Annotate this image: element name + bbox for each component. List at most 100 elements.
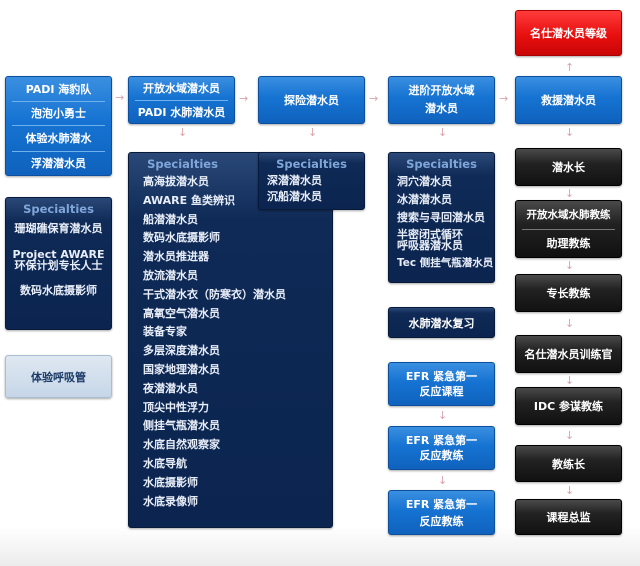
specialty-item: 潜水员推进器 (143, 250, 209, 264)
specialty-item: 水底自然观察家 (143, 438, 220, 452)
specialty-item: 水底摄影师 (143, 475, 198, 489)
specialty-item: 珊瑚礁保育潜水员 (14, 222, 103, 235)
arrow-down-icon: ↓ (565, 374, 575, 387)
efr-line2: 反应教练 (419, 514, 464, 528)
item-scuba-diver: PADI 水肺潜水员 (137, 105, 226, 119)
specialty-item: 高海拔潜水员 (143, 175, 209, 188)
pro-label: 名仕潜水员训练官 (524, 348, 613, 361)
specialty-item: 冰潜潜水员 (397, 193, 452, 206)
pro-label: 专长教练 (546, 287, 591, 300)
box-efr-course: EFR 紧急第一 反应课程 (388, 362, 495, 406)
specialties-title: Specialties (406, 157, 477, 171)
arrow-down-icon: ↓ (565, 429, 575, 442)
specialty-item: 半密闭式循环 呼吸器潜水员 (397, 228, 463, 252)
master-scuba-label: 名仕潜水员等级 (530, 27, 607, 40)
arrow-up-icon: ↑ (565, 61, 575, 74)
specialty-item: 数码水底摄影师 (143, 231, 220, 245)
efr-line2: 反应课程 (419, 385, 464, 398)
specialty-item: Tec 侧挂气瓶潜水员 (397, 257, 494, 269)
box-owsi-assistant: 开放水域水肺教练 助理教练 (515, 200, 622, 258)
specialties-col4: Specialties 洞穴潜水员 冰潜潜水员 搜索与寻回潜水员 半密闭式循环 … (388, 152, 495, 283)
box-open-water: 开放水域潜水员 PADI 水肺潜水员 (128, 76, 235, 124)
rescue-diver-label: 救援潜水员 (541, 94, 596, 107)
pro-label: 开放水域水肺教练 (526, 209, 611, 222)
specialties-col1: Specialties 珊瑚礁保育潜水员 Project AWARE 环保计划专… (5, 197, 112, 330)
arrow-down-icon: ↓ (565, 259, 575, 272)
advanced-line1: 进阶开放水域 (408, 84, 475, 97)
specialty-item: 搜索与寻回潜水员 (397, 211, 485, 224)
specialties-title: Specialties (276, 157, 347, 171)
box-adventure-diver: 探险潜水员 (258, 76, 365, 124)
box-efr-instructor-trainer: EFR 紧急第一 反应教练 (388, 490, 495, 535)
specialty-item: 高氧空气潜水员 (143, 306, 220, 320)
specialty-item: 放流潜水员 (143, 268, 198, 282)
divider (135, 99, 228, 101)
divider (522, 228, 615, 230)
specialty-item: 水底录像师 (143, 494, 198, 508)
arrow-down-icon: ↓ (565, 484, 575, 497)
item-skin-diver: 浮潜潜水员 (31, 157, 86, 171)
item-seal-team: PADI 海豹队 (25, 82, 92, 96)
specialty-item: AWARE 鱼类辨识 (143, 193, 235, 207)
pro-label: 助理教练 (546, 237, 591, 251)
divider (12, 150, 105, 152)
pro-label: 教练长 (552, 457, 585, 471)
efr-line2: 反应教练 (419, 449, 464, 462)
specialty-item: 夜潜潜水员 (143, 381, 198, 395)
item-bubblemaker: 泡泡小勇士 (31, 107, 86, 121)
specialty-item: Project AWARE 环保计划专长人士 (12, 247, 105, 272)
arrow-down-icon: ↓ (565, 187, 575, 200)
efr-line1: EFR 紧急第一 (405, 370, 478, 383)
efr-line1: EFR 紧急第一 (405, 434, 478, 447)
arrow-down-icon: ↓ (178, 126, 188, 139)
specialty-item: 多层深度潜水员 (143, 344, 220, 358)
specialties-col2: Specialties 高海拔潜水员 AWARE 鱼类辨识船潜潜水员数码水底摄影师… (128, 152, 333, 528)
box-snorkel: 体验呼吸管 (5, 355, 112, 398)
specialty-item: 数码水底摄影师 (20, 283, 97, 297)
specialty-item: 洞穴潜水员 (397, 175, 452, 188)
specialty-item: 沉船潜水员 (267, 190, 322, 203)
box-course-director: 课程总监 (515, 499, 622, 535)
pro-label: 课程总监 (546, 511, 591, 524)
specialties-title: Specialties (147, 157, 218, 171)
box-idc-staff: IDC 参谋教练 (515, 387, 622, 425)
arrow-right-icon: → (369, 92, 379, 105)
specialties-list: 高海拔潜水员 AWARE 鱼类辨识船潜潜水员数码水底摄影师潜水员推进器放流潜水员干… (129, 173, 286, 511)
box-divemaster: 潜水长 (515, 148, 622, 186)
arrow-down-icon: ↓ (565, 126, 575, 139)
specialty-item: 船潜潜水员 (143, 212, 198, 226)
arrow-right-icon: → (239, 92, 249, 105)
efr-line1: EFR 紧急第一 (405, 497, 478, 511)
adventure-diver-label: 探险潜水员 (284, 94, 339, 107)
arrow-down-icon: ↓ (438, 474, 448, 487)
box-msdt: 名仕潜水员训练官 (515, 335, 622, 373)
snorkel-label: 体验呼吸管 (31, 370, 86, 384)
arrow-down-icon: ↓ (438, 126, 448, 139)
box-efr-instructor: EFR 紧急第一 反应教练 (388, 426, 495, 470)
specialties-col3: Specialties 深潜潜水员 沉船潜水员 (258, 152, 365, 210)
specialty-item: 干式潜水衣（防寒衣）潜水员 (143, 287, 286, 301)
box-master-scuba-diver: 名仕潜水员等级 (515, 10, 622, 56)
divider (12, 125, 105, 126)
arrow-down-icon: ↓ (438, 409, 448, 422)
box-advanced-open-water: 进阶开放水域 潜水员 (388, 76, 495, 124)
scuba-review-label: 水肺潜水复习 (408, 316, 475, 330)
box-kids-programs: PADI 海豹队 泡泡小勇士 体验水肺潜水 浮潜潜水员 (5, 76, 112, 176)
specialties-title: Specialties (23, 202, 94, 216)
specialty-item: 深潜潜水员 (267, 174, 322, 187)
advanced-line2: 潜水员 (425, 102, 458, 115)
specialty-item: 装备专家 (143, 325, 187, 339)
specialty-item: 侧挂气瓶潜水员 (143, 419, 220, 433)
arrow-right-icon: → (499, 92, 509, 105)
pro-label: IDC 参谋教练 (533, 400, 604, 413)
specialty-item: 顶尖中性浮力 (143, 400, 209, 414)
item-open-water-diver: 开放水域潜水员 (143, 82, 220, 96)
arrow-right-icon: → (115, 91, 125, 104)
box-rescue-diver: 救援潜水员 (515, 76, 622, 124)
divider (12, 100, 105, 102)
arrow-down-icon: ↓ (565, 317, 575, 330)
specialty-item: 国家地理潜水员 (143, 362, 220, 376)
item-discover-scuba: 体验水肺潜水 (25, 132, 92, 146)
box-specialty-instructor: 专长教练 (515, 274, 622, 312)
pro-label: 潜水长 (552, 161, 585, 174)
